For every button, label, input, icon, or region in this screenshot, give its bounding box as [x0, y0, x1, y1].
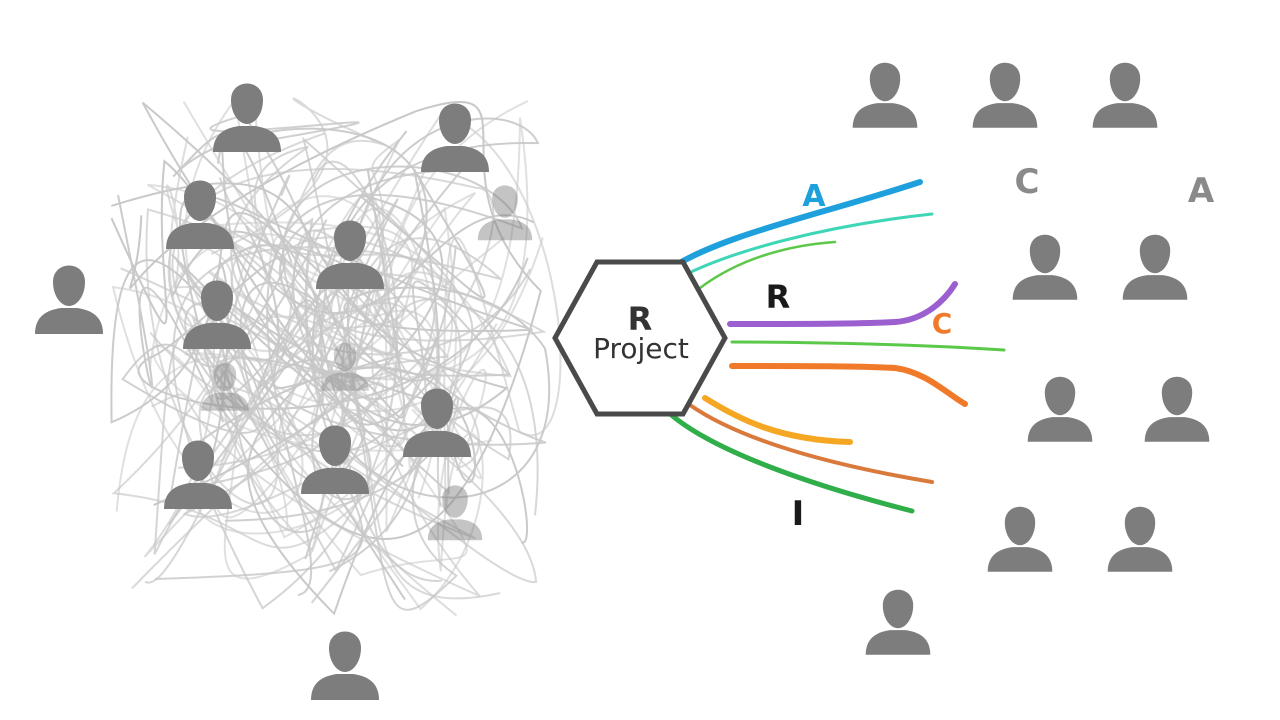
tangle-line: [153, 168, 486, 507]
person-icon: [35, 265, 103, 334]
person-icon: [311, 631, 379, 700]
line-green: [665, 409, 915, 514]
hub-letter: R: [628, 300, 653, 338]
tangle-line: [220, 225, 455, 552]
person-icon: [1122, 234, 1188, 300]
line-green-thin: [730, 340, 1006, 352]
person-icon: [1144, 376, 1210, 442]
person-icon: [987, 506, 1053, 572]
organized-team-members: [852, 62, 1210, 655]
person-icon: [427, 485, 483, 541]
person-icon: [477, 185, 533, 241]
role-letter-a-blue: A: [802, 179, 826, 214]
person-icon: [852, 62, 918, 128]
person-icon: [865, 589, 931, 655]
role-letter-i: I: [792, 494, 805, 534]
tangle-line: [278, 111, 562, 514]
person-icon: [1027, 376, 1093, 442]
line-purple: [727, 281, 958, 327]
line-brown-orange: [688, 403, 934, 484]
person-icon: [972, 62, 1038, 128]
line-blue: [665, 179, 923, 273]
tangle-line: [151, 270, 512, 597]
role-letter-r: R: [766, 278, 791, 316]
line-green-light: [698, 240, 837, 290]
line-teal: [673, 212, 934, 282]
hub-label: Project: [593, 332, 689, 365]
role-letter-a-gray: A: [1188, 171, 1215, 211]
person-icon: [421, 103, 489, 172]
person-icon: [1092, 62, 1158, 128]
tangle-line: [129, 101, 542, 541]
role-letter-c-orange: C: [932, 307, 953, 340]
tangle-line: [193, 192, 498, 535]
tangle-line: [110, 159, 509, 427]
tangle-line: [224, 165, 524, 596]
tangle-line: [141, 101, 535, 616]
person-icon: [1012, 234, 1078, 300]
line-orange: [729, 363, 968, 407]
tangle-line: [239, 117, 540, 483]
person-icon: [1107, 506, 1173, 572]
project-hub: R Project: [552, 259, 728, 417]
line-yellow-orange: [702, 395, 853, 445]
organized-role-lines: [665, 179, 1006, 514]
role-letter-c-gray: C: [1015, 162, 1040, 202]
hub-hexagon: [552, 259, 728, 417]
